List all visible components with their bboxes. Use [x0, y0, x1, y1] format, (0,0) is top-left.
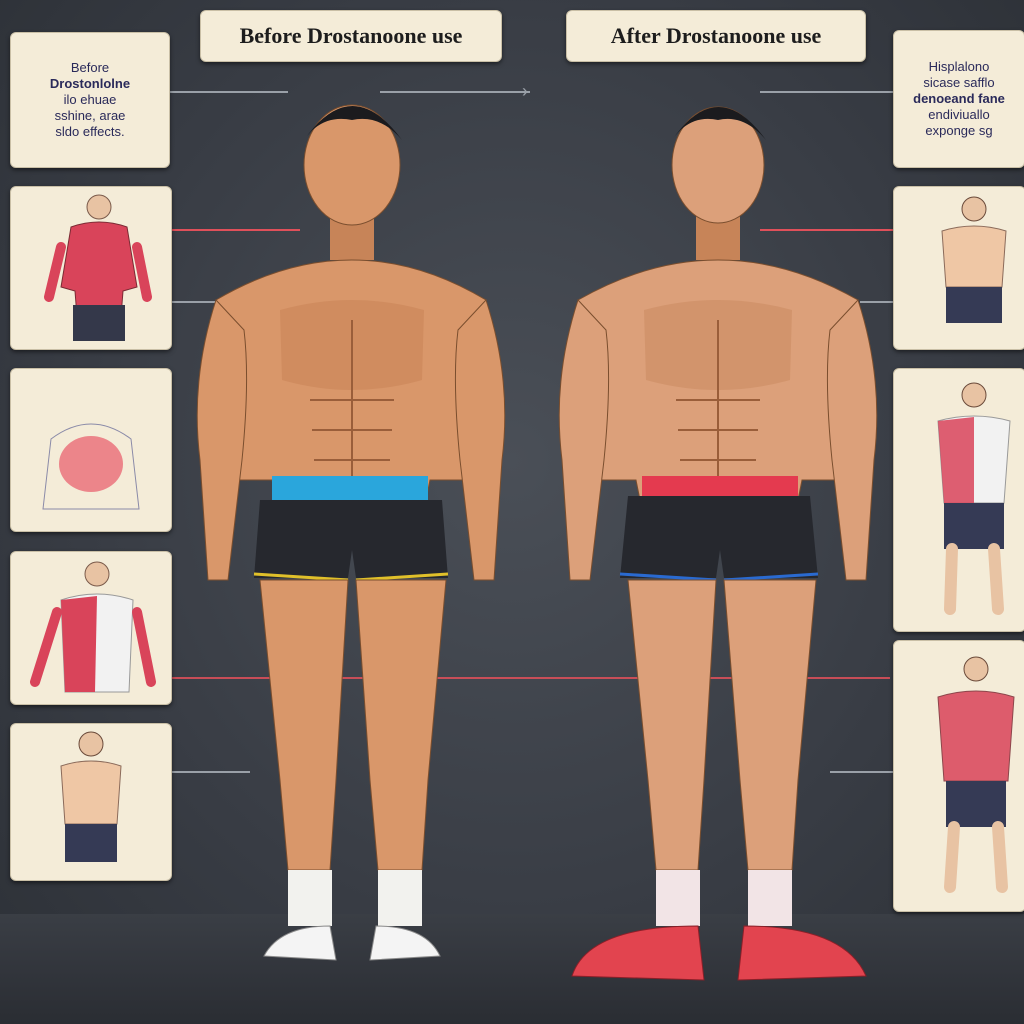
after-figure	[548, 80, 888, 990]
connector-line	[830, 771, 893, 773]
connector-line	[380, 91, 530, 93]
thumbnail-muscle-side	[10, 551, 172, 705]
connector-line	[170, 301, 230, 303]
note-line: Before	[70, 60, 110, 75]
before-figure	[180, 80, 520, 990]
thumbnail-muscle-arms	[893, 640, 1024, 912]
note-line: exponge sg	[925, 123, 993, 138]
note-line: endiviuallo	[928, 107, 990, 122]
thumbnail-muscle-front	[10, 186, 172, 350]
note-line: Drostonlolne	[49, 76, 131, 91]
note-card-after: Hisplalono sicase safflo denoeand fane e…	[893, 30, 1024, 168]
thumbnail-back-skin	[10, 368, 172, 532]
note-card-before: Before Drostonlolne ilo ehuae sshine, ar…	[10, 32, 170, 168]
before-title: Before Drostanoone use	[200, 10, 502, 62]
connector-line	[170, 229, 300, 231]
note-line: Hisplalono	[928, 59, 990, 74]
connector-line	[170, 771, 250, 773]
thumbnail-man-shorts	[10, 723, 172, 881]
connector-line	[860, 301, 893, 303]
note-line: sldo effects.	[55, 124, 125, 139]
after-title: After Drostanoone use	[566, 10, 866, 62]
connector-line	[168, 91, 288, 93]
note-line: denoeand fane	[913, 91, 1005, 106]
note-line: sshine, arae	[54, 108, 126, 123]
arrow-right-icon: ›	[522, 81, 528, 101]
thumbnail-man-front	[893, 186, 1024, 350]
connector-line	[760, 229, 893, 231]
note-line: sicase safflo	[923, 75, 995, 90]
connector-line	[760, 91, 893, 93]
connector-line	[170, 677, 890, 679]
thumbnail-muscle-legs	[893, 368, 1024, 632]
note-line: ilo ehuae	[63, 92, 117, 107]
